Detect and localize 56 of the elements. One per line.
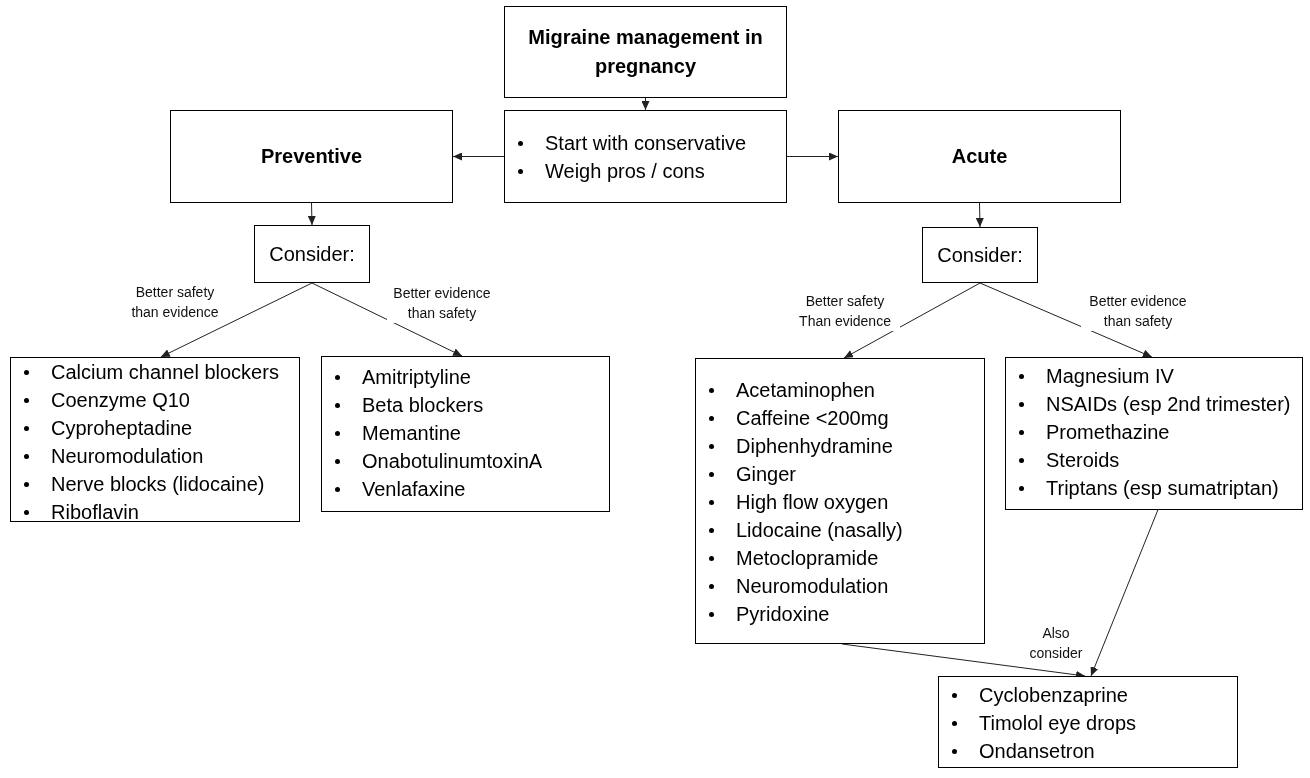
- arrow: [975, 202, 984, 228]
- list-item: Magnesium IV: [1019, 362, 1291, 390]
- arrow: [452, 152, 505, 161]
- prompt-text: Consider:: [937, 243, 1023, 268]
- list-box: [938, 676, 1238, 768]
- list-item: Beta blockers: [335, 391, 543, 419]
- list-item: Steroids: [1019, 446, 1291, 474]
- list-box: [10, 357, 300, 522]
- title-text: Migraine management in pregnancy: [527, 25, 764, 79]
- prompt-text: Consider:: [269, 242, 355, 267]
- list-item: OnabotulinumtoxinA: [335, 447, 543, 475]
- arrow: [786, 152, 839, 161]
- list-item: Promethazine: [1019, 418, 1291, 446]
- list-item: Weigh pros / cons: [518, 156, 747, 185]
- title-box: [504, 6, 787, 98]
- list-item: Acetaminophen: [709, 376, 903, 404]
- prompt-box: [254, 225, 370, 283]
- arrow: [307, 202, 316, 226]
- list-item: NSAIDs (esp 2nd trimester): [1019, 390, 1291, 418]
- list-item: Cyproheptadine: [24, 414, 279, 442]
- list-item: Timolol eye drops: [952, 709, 1137, 737]
- list-item: Riboflavin: [24, 498, 279, 526]
- list-item: Diphenhydramine: [709, 432, 903, 460]
- list-item: High flow oxygen: [709, 488, 903, 516]
- list-item: Calcium channel blockers: [24, 358, 279, 386]
- list-item: Coenzyme Q10: [24, 386, 279, 414]
- category-box: [838, 110, 1121, 203]
- list-box: [321, 356, 610, 512]
- list-item: Neuromodulation: [709, 572, 903, 600]
- list-box: [695, 358, 985, 644]
- prompt-box: [922, 227, 1038, 283]
- list-item: Start with conservative: [518, 128, 747, 157]
- list-item: Cyclobenzaprine: [952, 681, 1137, 709]
- list-item: Triptans (esp sumatriptan): [1019, 474, 1291, 502]
- list-item: Pyridoxine: [709, 600, 903, 628]
- category-heading: Preventive: [260, 144, 363, 169]
- arrow: [843, 282, 981, 359]
- list-item: Ginger: [709, 460, 903, 488]
- arrow: [641, 97, 650, 111]
- list-item: Memantine: [335, 419, 543, 447]
- category-heading: Acute: [951, 144, 1008, 169]
- list-item: Venlafaxine: [335, 475, 543, 503]
- arrow: [311, 282, 463, 357]
- category-box: [170, 110, 453, 203]
- list-item: Nerve blocks (lidocaine): [24, 470, 279, 498]
- note-box: [504, 110, 787, 203]
- list-item: Caffeine <200mg: [709, 404, 903, 432]
- list-item: Amitriptyline: [335, 363, 543, 391]
- arrow: [979, 282, 1153, 358]
- list-item: Ondansetron: [952, 737, 1137, 765]
- list-item: Lidocaine (nasally): [709, 516, 903, 544]
- list-box: [1005, 357, 1303, 510]
- list-item: Neuromodulation: [24, 442, 279, 470]
- arrow: [160, 282, 313, 358]
- list-item: Metoclopramide: [709, 544, 903, 572]
- arrow: [1090, 509, 1159, 677]
